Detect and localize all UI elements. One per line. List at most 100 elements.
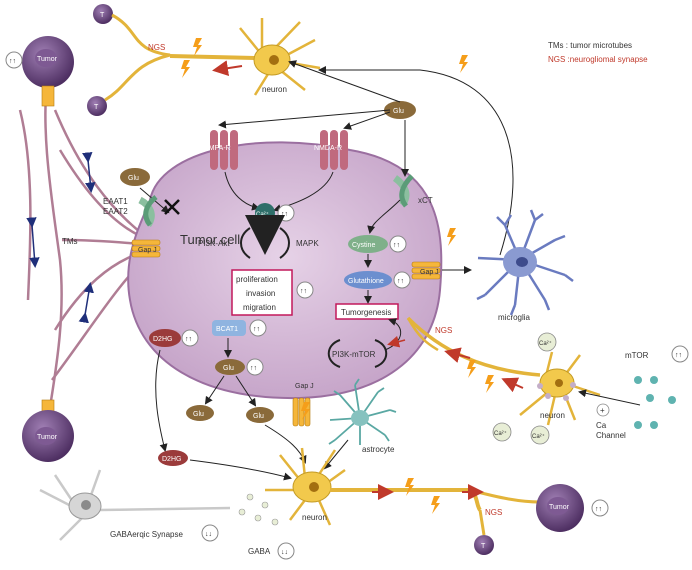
nmda-receptor: NMDA-R bbox=[314, 130, 348, 170]
neuron-label: neuron bbox=[302, 513, 327, 522]
svg-text:invasion: invasion bbox=[246, 289, 275, 298]
mapk-bracket bbox=[279, 227, 290, 259]
svg-text:↑↑: ↑↑ bbox=[595, 506, 602, 513]
updown-indicator: ↑↑ bbox=[5, 51, 23, 69]
ca-ion-2: Ca²⁺ bbox=[492, 422, 512, 442]
svg-text:+: + bbox=[600, 406, 605, 415]
bolt-icon bbox=[405, 478, 414, 496]
ngs-label-right: NGS bbox=[435, 326, 452, 335]
xct-transporter bbox=[392, 174, 414, 208]
svg-text:↑↑: ↑↑ bbox=[250, 365, 257, 372]
pi3k-bracket bbox=[240, 227, 251, 259]
svg-text:T: T bbox=[94, 104, 99, 111]
svg-text:↑↑: ↑↑ bbox=[185, 336, 192, 343]
bcat1-node: BCAT1 ↑↑ bbox=[212, 319, 267, 337]
glu-released-2: Glu bbox=[246, 407, 274, 423]
xct-label: xCT bbox=[418, 196, 433, 205]
ngs-label-bottom: NGS bbox=[485, 508, 502, 517]
astrocyte-to-neuron-arrow bbox=[323, 439, 349, 470]
svg-text:↑↑: ↑↑ bbox=[393, 242, 400, 249]
svg-text:Tumorgenesis: Tumorgenesis bbox=[341, 308, 391, 317]
bolt-icon bbox=[447, 228, 456, 246]
neuron-label: neuron bbox=[540, 411, 565, 420]
axon-branch bbox=[104, 13, 171, 102]
axon-bottom-branch bbox=[469, 488, 541, 504]
neuron-right: neuron bbox=[519, 351, 601, 426]
d2hg-out-arrow bbox=[155, 349, 168, 452]
block-x-icon bbox=[164, 199, 180, 215]
svg-text:↑↑: ↑↑ bbox=[397, 278, 404, 285]
svg-text:migration: migration bbox=[243, 303, 276, 312]
svg-text:Glutathione: Glutathione bbox=[348, 278, 384, 285]
t-cell-bottom: T bbox=[474, 535, 494, 555]
legend-ngs: NGS :neurogliomal synapse bbox=[548, 55, 648, 64]
glu-to-ampa-arrow bbox=[218, 109, 391, 129]
svg-text:AMPA-R: AMPA-R bbox=[204, 145, 231, 152]
pi3k-akt-label: PI3K-Akt bbox=[198, 239, 230, 248]
bolt-icon bbox=[181, 60, 190, 78]
d2hg-released: D2HG bbox=[158, 450, 188, 466]
tumor-label: Tumor bbox=[37, 434, 58, 441]
svg-text:Gap J: Gap J bbox=[295, 383, 314, 390]
gaba-synapse-label: GABAerqic Synapse bbox=[110, 530, 183, 539]
ca-channel-label-2: Channel bbox=[596, 431, 626, 440]
svg-text:Cystine: Cystine bbox=[352, 242, 375, 249]
svg-text:↑↑: ↑↑ bbox=[300, 288, 307, 295]
signal-arrow bbox=[501, 377, 524, 393]
bolt-icon bbox=[193, 38, 202, 56]
svg-text:Ca²⁺: Ca²⁺ bbox=[539, 340, 552, 347]
astrocyte-cell bbox=[328, 378, 397, 445]
glu-to-neuron-arrow bbox=[264, 424, 307, 464]
ampa-to-ca-arrow bbox=[224, 171, 260, 211]
signal-arrow bbox=[444, 347, 471, 363]
tms-label: TMs bbox=[62, 237, 78, 246]
ca-ion-1: Ca²⁺ bbox=[537, 332, 557, 352]
svg-text:Glu: Glu bbox=[223, 365, 234, 372]
svg-text:↑↑: ↑↑ bbox=[9, 58, 16, 65]
svg-text:↑↑: ↑↑ bbox=[281, 211, 288, 218]
glu-to-neuron-arrow bbox=[288, 60, 401, 103]
svg-text:Glu: Glu bbox=[193, 411, 204, 418]
eaat-transporter bbox=[138, 195, 158, 228]
microglia-nucleus bbox=[516, 257, 528, 267]
glu-left: Glu bbox=[120, 168, 150, 186]
eaat2-label: EAAT2 bbox=[103, 207, 128, 216]
glu-out-arrow bbox=[235, 375, 257, 407]
pi3k-mtor-bracket: PI3K-mTOR bbox=[327, 339, 388, 368]
tumor-updown: ↑↑ bbox=[591, 499, 609, 517]
bidirectional-arrow bbox=[82, 152, 96, 193]
microglia-label: microglia bbox=[498, 313, 531, 322]
tumor-label: Tumor bbox=[37, 56, 58, 63]
pi3k-mtor-label: PI3K-mTOR bbox=[332, 350, 376, 359]
astrocyte-label: astrocyte bbox=[362, 445, 395, 454]
xct-to-cystine-arrow bbox=[367, 199, 401, 234]
microglia-cell bbox=[476, 209, 574, 316]
neuron-label: neuron bbox=[262, 85, 287, 94]
glutathione-node: Glutathione ↑↑ bbox=[344, 271, 411, 289]
gaba-label: GABA bbox=[248, 547, 271, 556]
glu-out-arrow bbox=[204, 375, 225, 405]
d2hg-node: D2HG ↑↑ bbox=[149, 329, 199, 347]
neuron-top: neuron bbox=[239, 18, 321, 96]
mtor-dots bbox=[634, 376, 676, 429]
bidirectional-arrow bbox=[26, 217, 40, 268]
svg-text:proliferation: proliferation bbox=[236, 275, 278, 284]
mtor-to-tumorigenesis-arrow bbox=[384, 318, 402, 351]
gabaergic-neuron bbox=[39, 469, 231, 541]
svg-text:D2HG: D2HG bbox=[162, 456, 181, 463]
bidirectional-arrow bbox=[78, 282, 94, 324]
bolt-icon bbox=[431, 496, 440, 514]
ngs-axon-branch bbox=[406, 317, 439, 352]
tumorigenesis-box: Tumorgenesis bbox=[335, 303, 399, 320]
svg-text:Glu: Glu bbox=[393, 108, 404, 115]
tumor-cell-bottom-left: Tumor bbox=[22, 399, 74, 462]
axon bbox=[169, 54, 256, 60]
ngs-label-top: NGS bbox=[148, 43, 165, 52]
svg-text:Tumor: Tumor bbox=[549, 504, 570, 511]
svg-text:Ca²⁺: Ca²⁺ bbox=[532, 433, 545, 440]
cystine-node: Cystine ↑↑ bbox=[348, 235, 407, 253]
plus-indicator: + bbox=[596, 403, 610, 417]
svg-text:Ca²⁺: Ca²⁺ bbox=[256, 211, 269, 218]
glu-top: Glu bbox=[384, 101, 416, 119]
